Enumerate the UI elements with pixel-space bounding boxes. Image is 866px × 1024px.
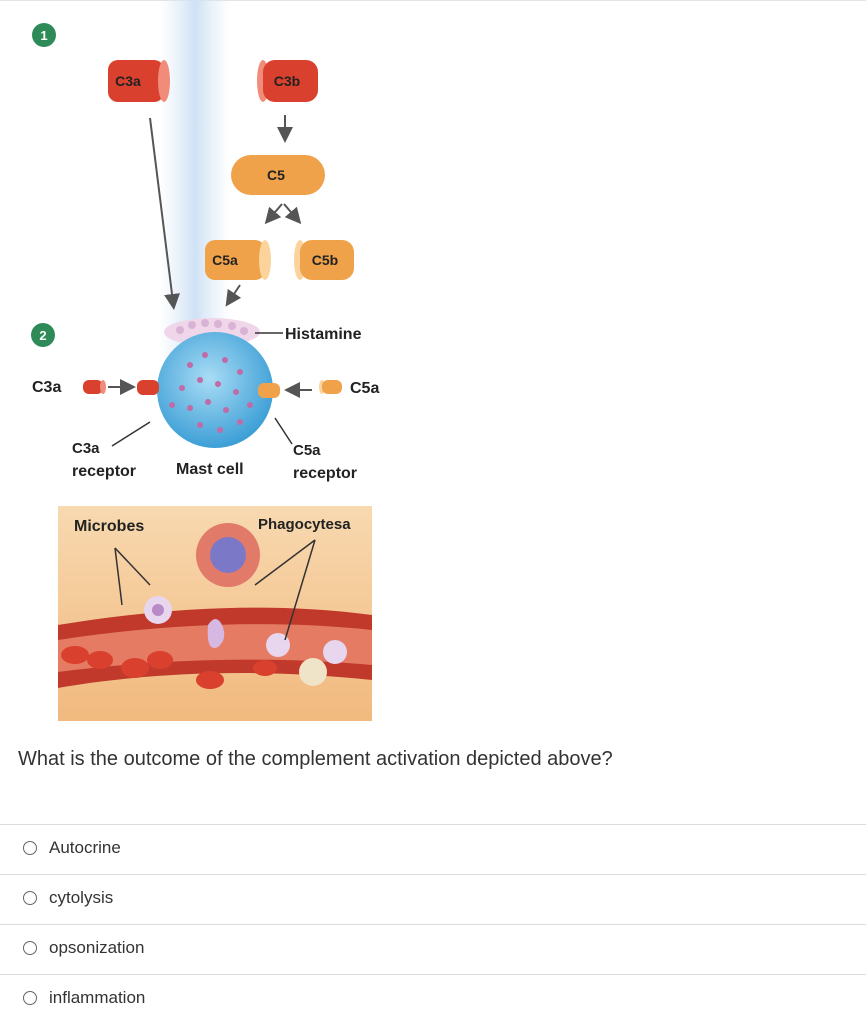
arrow-c5a-to-mast-cell [225,284,242,307]
option-cytolysis[interactable]: cytolysis [0,874,866,924]
radio-button[interactable] [23,991,37,1005]
c3a-receptor-bound [137,380,159,395]
phagocytes-pointer-1 [254,539,316,586]
c5b-label: C5b [312,252,338,268]
c3a-left-label: C3a [32,379,61,396]
c5-protein: C5 [231,155,325,195]
c3a-receptor-line1: C3a [72,440,100,457]
arrow-c3a-to-mast-cell [149,117,180,310]
tissue-panel [58,506,372,721]
c5b-fragment: C5b [294,240,354,280]
light-beam [160,0,230,380]
microbes-label: Microbes [74,518,144,535]
c5a-receptor-pointer [274,417,293,445]
step-badge-1: 1 [32,23,56,47]
c3a-fragment-top: C3a [108,60,170,102]
step-badge-1-text: 1 [40,28,47,43]
option-label: Autocrine [49,838,121,857]
radio-button[interactable] [23,941,37,955]
cleavage-arrows [264,203,302,225]
phagocyte-cell [266,633,290,657]
step-badge-2-text: 2 [39,328,46,343]
option-label: cytolysis [49,888,114,907]
top-divider [0,0,866,1]
complement-activation-figure: 1 C3a C3b C5 C5a C5b 2 [0,0,380,725]
c5a-fragment-right [319,380,342,394]
c3a-receptor-line2: receptor [72,463,136,480]
c5a-fragment-top: C5a [205,240,271,280]
c5a-receptor-line1: C5a [293,442,321,459]
c5-label: C5 [267,167,285,183]
c5a-top-label: C5a [212,252,238,268]
radio-button[interactable] [23,891,37,905]
step-badge-2: 2 [31,323,55,347]
microbes-pointer-2 [114,547,151,586]
c3b-label: C3b [274,73,300,89]
histamine-label: Histamine [285,326,362,343]
option-label: opsonization [49,938,145,957]
c3a-receptor-pointer [111,421,151,447]
c5a-receptor-bound [258,383,280,398]
mast-cell-label: Mast cell [176,461,244,478]
option-label: inflammation [49,988,146,1007]
figure-svg: 1 C3a C3b C5 C5a C5b 2 [31,0,379,721]
c3b-fragment: C3b [257,60,318,102]
question-text: What is the outcome of the complement ac… [18,748,613,770]
c5a-right-label: C5a [350,380,379,397]
option-autocrine[interactable]: Autocrine [0,824,866,874]
c5a-receptor-line2: receptor [293,465,357,482]
answer-options: Autocrine cytolysis opsonization inflamm… [0,824,866,1024]
c3a-fragment-left [83,380,106,394]
phagocytes-label: Phagocytesa [258,516,351,533]
red-blood-cell [61,646,89,664]
migrating-cell [207,619,225,649]
option-inflammation[interactable]: inflammation [0,974,866,1024]
radio-button[interactable] [23,841,37,855]
microbes-pointer-1 [114,547,123,606]
mast-cell [157,332,273,448]
phagocytes-pointer-2 [284,539,316,641]
option-opsonization[interactable]: opsonization [0,924,866,974]
c3a-top-label: C3a [115,73,141,89]
